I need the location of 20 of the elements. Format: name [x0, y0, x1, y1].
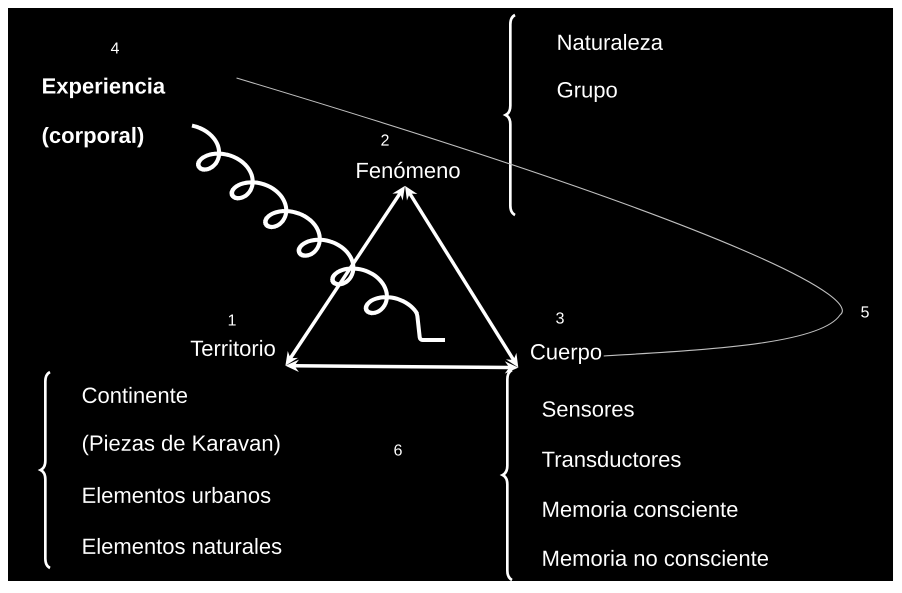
text-label: Fenómeno [357, 162, 460, 178]
list-item: Elementos naturales [83, 538, 282, 554]
list-item: Elementos urbanos [83, 486, 270, 504]
list-item: Sensores [542, 401, 634, 417]
number-label: 3 [556, 312, 564, 324]
list-item: Continente [82, 386, 188, 404]
list-item: Naturaleza [558, 34, 663, 50]
list-item: Memoria no consciente [543, 550, 768, 566]
list-item: (Piezas de Karavan) [82, 434, 280, 456]
number-label: 5 [861, 306, 869, 318]
list-item: Transductores [542, 450, 681, 468]
text-label: Cuerpo [531, 344, 602, 364]
number-label: 4 [110, 42, 119, 54]
number-label: 2 [381, 134, 389, 146]
text-label: Territorio [190, 340, 275, 356]
number-label: 6 [394, 444, 402, 456]
number-label: 1 [228, 314, 236, 326]
text-label: Experiencia (corporal) [42, 78, 166, 148]
list-item: Grupo [558, 82, 617, 102]
list-item: Memoria consciente [543, 500, 738, 518]
